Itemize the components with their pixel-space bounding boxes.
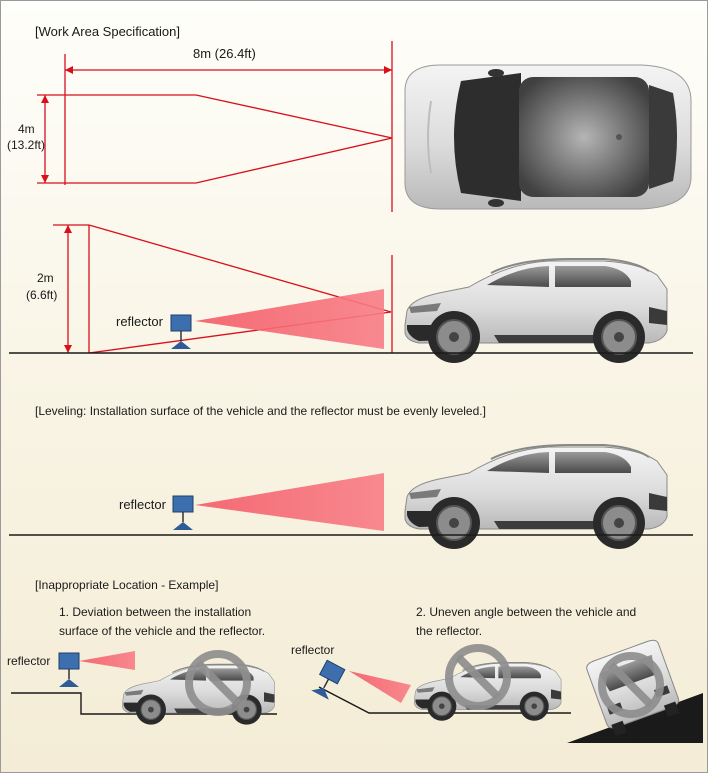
- radar-beam-2: [195, 473, 384, 531]
- work-area-heading: [Work Area Specification]: [35, 24, 180, 39]
- example2-line1: 2. Uneven angle between the vehicle and: [416, 605, 636, 619]
- sloped-ground-line: [318, 686, 571, 714]
- example2-line2: the reflector.: [416, 624, 482, 638]
- reflector-label-1: reflector: [116, 314, 164, 329]
- reflector-3: [58, 652, 80, 688]
- reflector-label-3: reflector: [7, 654, 50, 668]
- reflector-1: [170, 314, 192, 350]
- leveling-heading: [Leveling: Installation surface of the v…: [35, 404, 486, 418]
- vehicle-side-view-1: [404, 258, 668, 364]
- reflector-4: [310, 659, 346, 701]
- radar-beam-4: [349, 671, 411, 703]
- reflector-label-2: reflector: [119, 497, 167, 512]
- example1-line2: surface of the vehicle and the reflector…: [59, 624, 265, 638]
- radar-beam-3: [79, 651, 135, 670]
- vehicle-side-view-2: [404, 444, 668, 550]
- height-label-line2: (6.6ft): [26, 288, 57, 302]
- radar-beam-1: [195, 289, 384, 349]
- stepped-ground-line: [11, 692, 277, 715]
- example1-line1: 1. Deviation between the installation: [59, 605, 251, 619]
- reflector-2: [172, 495, 194, 531]
- width-label-line2: (13.2ft): [7, 138, 45, 152]
- work-area-top-dimensions: [37, 41, 393, 212]
- vehicle-example-1: [121, 663, 276, 726]
- height-label-line1: 2m: [37, 271, 54, 285]
- reflector-label-4: reflector: [291, 643, 334, 657]
- vehicle-top-view: [404, 64, 692, 210]
- distance-label: 8m (26.4ft): [193, 46, 256, 61]
- width-label-line1: 4m: [18, 122, 35, 136]
- inappropriate-heading: [Inappropriate Location - Example]: [35, 578, 218, 592]
